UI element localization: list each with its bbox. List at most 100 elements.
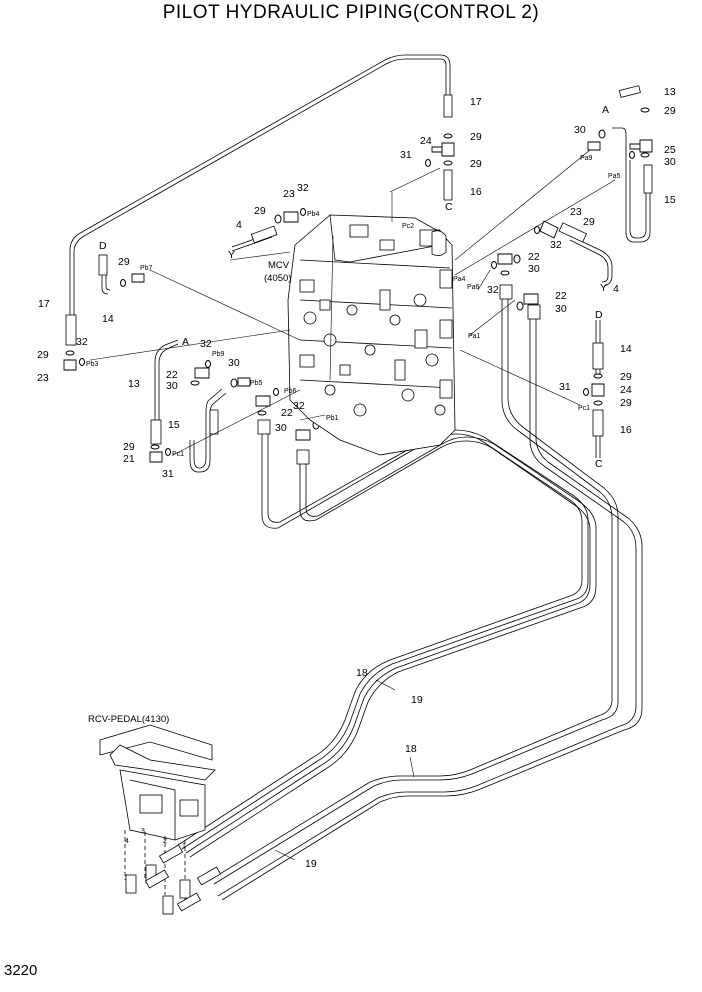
label-21: 21 — [123, 453, 135, 465]
oring-30-b — [598, 129, 606, 139]
label-19: 19 — [305, 858, 317, 870]
label-16: 16 — [620, 424, 632, 436]
oring-32-f — [205, 360, 211, 368]
fitting-16-top — [443, 169, 453, 201]
elbow-22-a — [497, 253, 513, 265]
pipe-18-b — [181, 425, 589, 850]
pipe-19-d — [221, 310, 643, 901]
fitting-pipe-a2 — [296, 449, 310, 465]
port-pa5: Pa5 — [608, 173, 621, 180]
label-C: C — [595, 458, 603, 470]
mcv-valve-block — [287, 214, 456, 456]
label-1: 1 — [182, 843, 186, 850]
oring-32-b — [300, 208, 306, 216]
label-30: 30 — [228, 357, 240, 369]
fitting-17-top — [443, 94, 453, 118]
label-22: 22 — [528, 251, 540, 263]
label-17: 17 — [470, 96, 482, 108]
oring-29-c — [640, 107, 650, 113]
label-29: 29 — [664, 105, 676, 117]
oring-22-a — [513, 254, 521, 264]
oring-30-d — [516, 301, 524, 311]
tee-pa9 — [587, 141, 601, 151]
port-pc2: Pc2 — [402, 223, 414, 230]
label-30: 30 — [555, 303, 567, 315]
port-pb5: Pb5 — [250, 380, 263, 387]
rcv-pedal — [99, 724, 222, 915]
label-4: 4 — [613, 283, 619, 295]
elbow-23-right — [539, 220, 559, 239]
port-pb7: Pb7 — [140, 265, 153, 272]
oring-32-e — [491, 261, 497, 269]
label-29: 29 — [118, 256, 130, 268]
oring-31-c — [583, 388, 589, 396]
label-18: 18 — [356, 667, 368, 679]
pipe-4-right-inner — [569, 239, 609, 283]
label-29: 29 — [123, 441, 135, 453]
label-24: 24 — [420, 135, 432, 147]
elbow-22-b — [523, 293, 539, 305]
label-30: 30 — [664, 156, 676, 168]
port-labels: Pa9 Pa5 Pc2 Pb4 Pa4 Pa6 Pb7 Pa1 Pb3 Pb9 … — [86, 155, 621, 458]
oring-29-b — [443, 160, 453, 166]
label-C: C — [445, 201, 453, 213]
label-19: 19 — [411, 694, 423, 706]
port-pa1: Pa1 — [468, 333, 481, 340]
elbow-21 — [149, 451, 163, 463]
fitting-4-right — [558, 222, 588, 243]
label-29: 29 — [620, 371, 632, 383]
rcv-label: RCV-PEDAL(4130) — [88, 714, 169, 725]
pipe-17-inner — [73, 58, 447, 340]
port-pc1-right: Pc1 — [578, 405, 590, 412]
tee-24-top — [431, 142, 455, 157]
tee-25-right — [629, 139, 653, 153]
pipe-17 — [69, 54, 451, 340]
pipe-19-c — [217, 310, 637, 897]
oring-30-e — [190, 380, 200, 386]
oring-32-g — [273, 388, 279, 396]
label-4: 4 — [125, 838, 129, 845]
oring-29-g — [150, 444, 160, 450]
pipe-13-left — [154, 339, 179, 430]
oring-29-d — [274, 214, 282, 224]
port-pb3: Pb3 — [86, 361, 99, 368]
label-32: 32 — [76, 336, 88, 348]
label-32: 32 — [200, 338, 212, 350]
oring-29-a — [443, 133, 453, 139]
label-25: 25 — [664, 144, 676, 156]
label-31: 31 — [400, 149, 412, 161]
label-18: 18 — [405, 743, 417, 755]
oring-29-i — [593, 400, 603, 406]
label-31: 31 — [162, 468, 174, 480]
fitting-14-right — [592, 342, 604, 370]
fitting-17-left — [65, 314, 77, 346]
oring-32-c — [79, 358, 85, 366]
port-pa6: Pa6 — [467, 284, 480, 291]
port-pc1: Pc1 — [172, 451, 184, 458]
label-22: 22 — [281, 407, 293, 419]
label-23: 23 — [283, 188, 295, 200]
port-pb9: Pb9 — [212, 351, 225, 358]
mcv-label-line1: MCV — [268, 260, 290, 271]
fitting-13-right — [618, 85, 641, 98]
label-29: 29 — [583, 216, 595, 228]
label-29: 29 — [470, 131, 482, 143]
pipe-14-left-inner — [105, 258, 111, 291]
label-30: 30 — [574, 124, 586, 136]
label-24: 24 — [620, 384, 632, 396]
label-32: 32 — [293, 400, 305, 412]
label-17: 17 — [38, 298, 50, 310]
elbow-22-c — [194, 367, 210, 379]
oring-30-g — [257, 410, 267, 416]
page-number: 3220 — [4, 962, 38, 979]
pipe-19-a — [185, 440, 591, 854]
pipe-15-left — [189, 392, 227, 473]
label-13: 13 — [664, 86, 676, 98]
label-30: 30 — [275, 422, 287, 434]
port-pa9: Pa9 — [580, 155, 593, 162]
oring-30-c — [500, 270, 510, 276]
pipe-15-right-inner — [629, 160, 647, 239]
oring-31-a — [425, 159, 431, 167]
